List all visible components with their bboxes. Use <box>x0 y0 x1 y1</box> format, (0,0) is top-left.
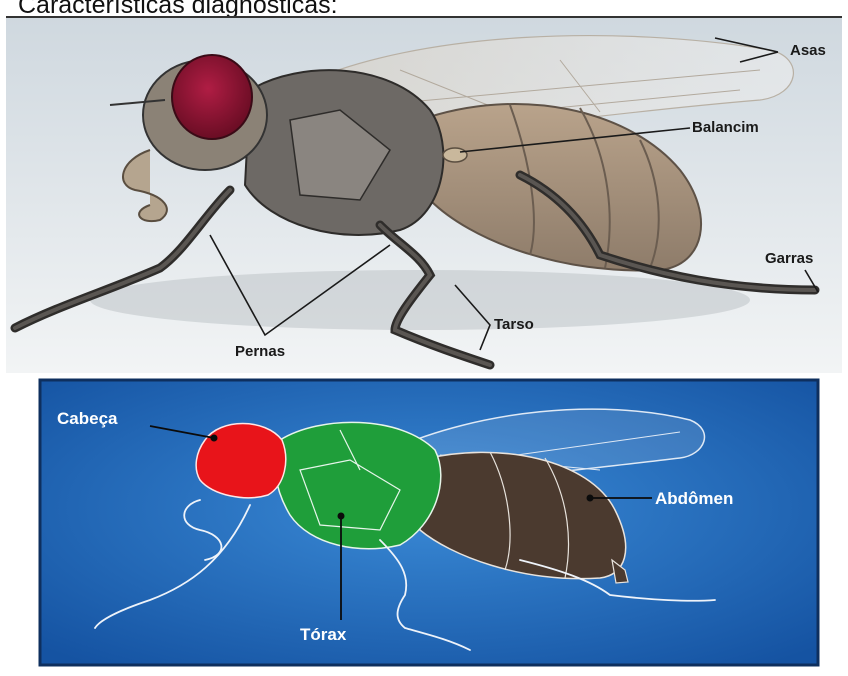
panel-head <box>196 424 286 498</box>
ground-shadow <box>90 270 750 330</box>
label-tarsus: Tarso <box>494 316 534 333</box>
label-wings: Asas <box>790 42 826 59</box>
label-claws: Garras <box>765 250 813 267</box>
abdomen-marker <box>587 495 594 502</box>
fly-haltere <box>443 148 467 162</box>
thorax-marker <box>338 513 345 520</box>
label-head: Cabeça <box>57 409 118 428</box>
top-illustration: Asas Balancim Garras Tarso Pernas <box>6 17 842 373</box>
bottom-panel: Cabeça Abdômen Tórax <box>40 380 818 665</box>
head-marker <box>211 435 218 442</box>
label-abdomen: Abdômen <box>655 489 733 508</box>
label-thorax: Tórax <box>300 625 347 644</box>
label-legs: Pernas <box>235 343 285 360</box>
fly-eye <box>172 55 252 139</box>
label-haltere: Balancim <box>692 119 759 136</box>
